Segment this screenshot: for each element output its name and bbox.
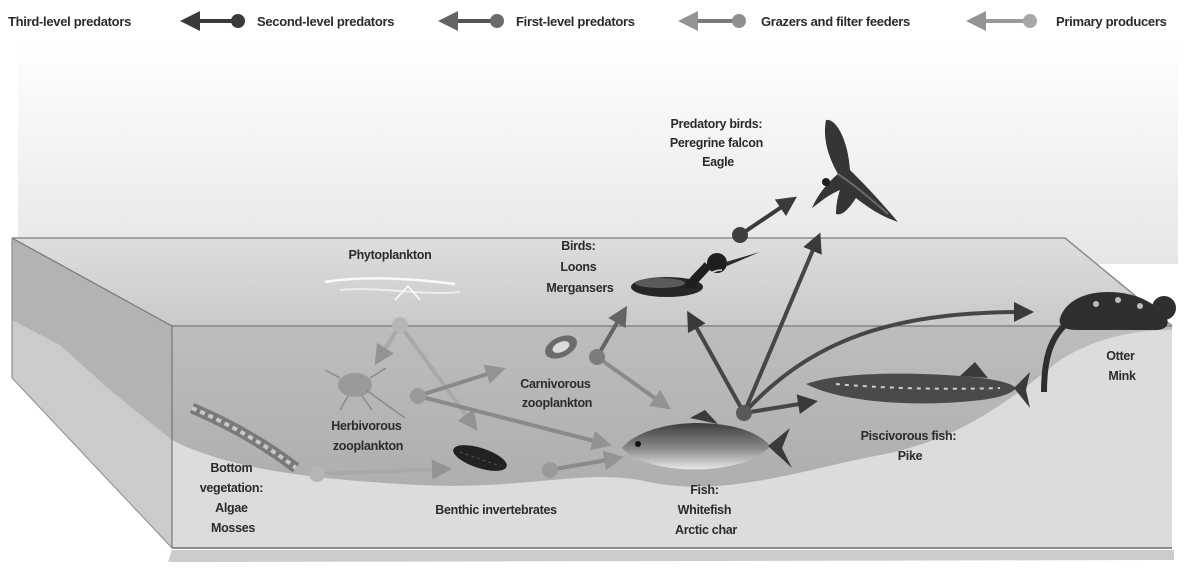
legend-label-second-level: Second-level predators (257, 14, 394, 29)
sky-background (18, 44, 1178, 264)
legend-arrow-second-level (444, 14, 504, 28)
label-phytoplankton: Phytoplankton (349, 248, 432, 262)
legend-label-primary-producers: Primary producers (1056, 14, 1167, 29)
legend: Third-level predators Second-level preda… (8, 14, 1167, 29)
legend-arrow-grazers (972, 14, 1037, 28)
legend-label-grazers: Grazers and filter feeders (761, 14, 910, 29)
legend-label-third-level: Third-level predators (8, 14, 131, 29)
legend-arrow-first-level (684, 14, 746, 28)
legend-label-first-level: First-level predators (516, 14, 635, 29)
label-benthic-invertebrates: Benthic invertebrates (435, 503, 557, 517)
legend-arrow-third-level (186, 14, 245, 28)
